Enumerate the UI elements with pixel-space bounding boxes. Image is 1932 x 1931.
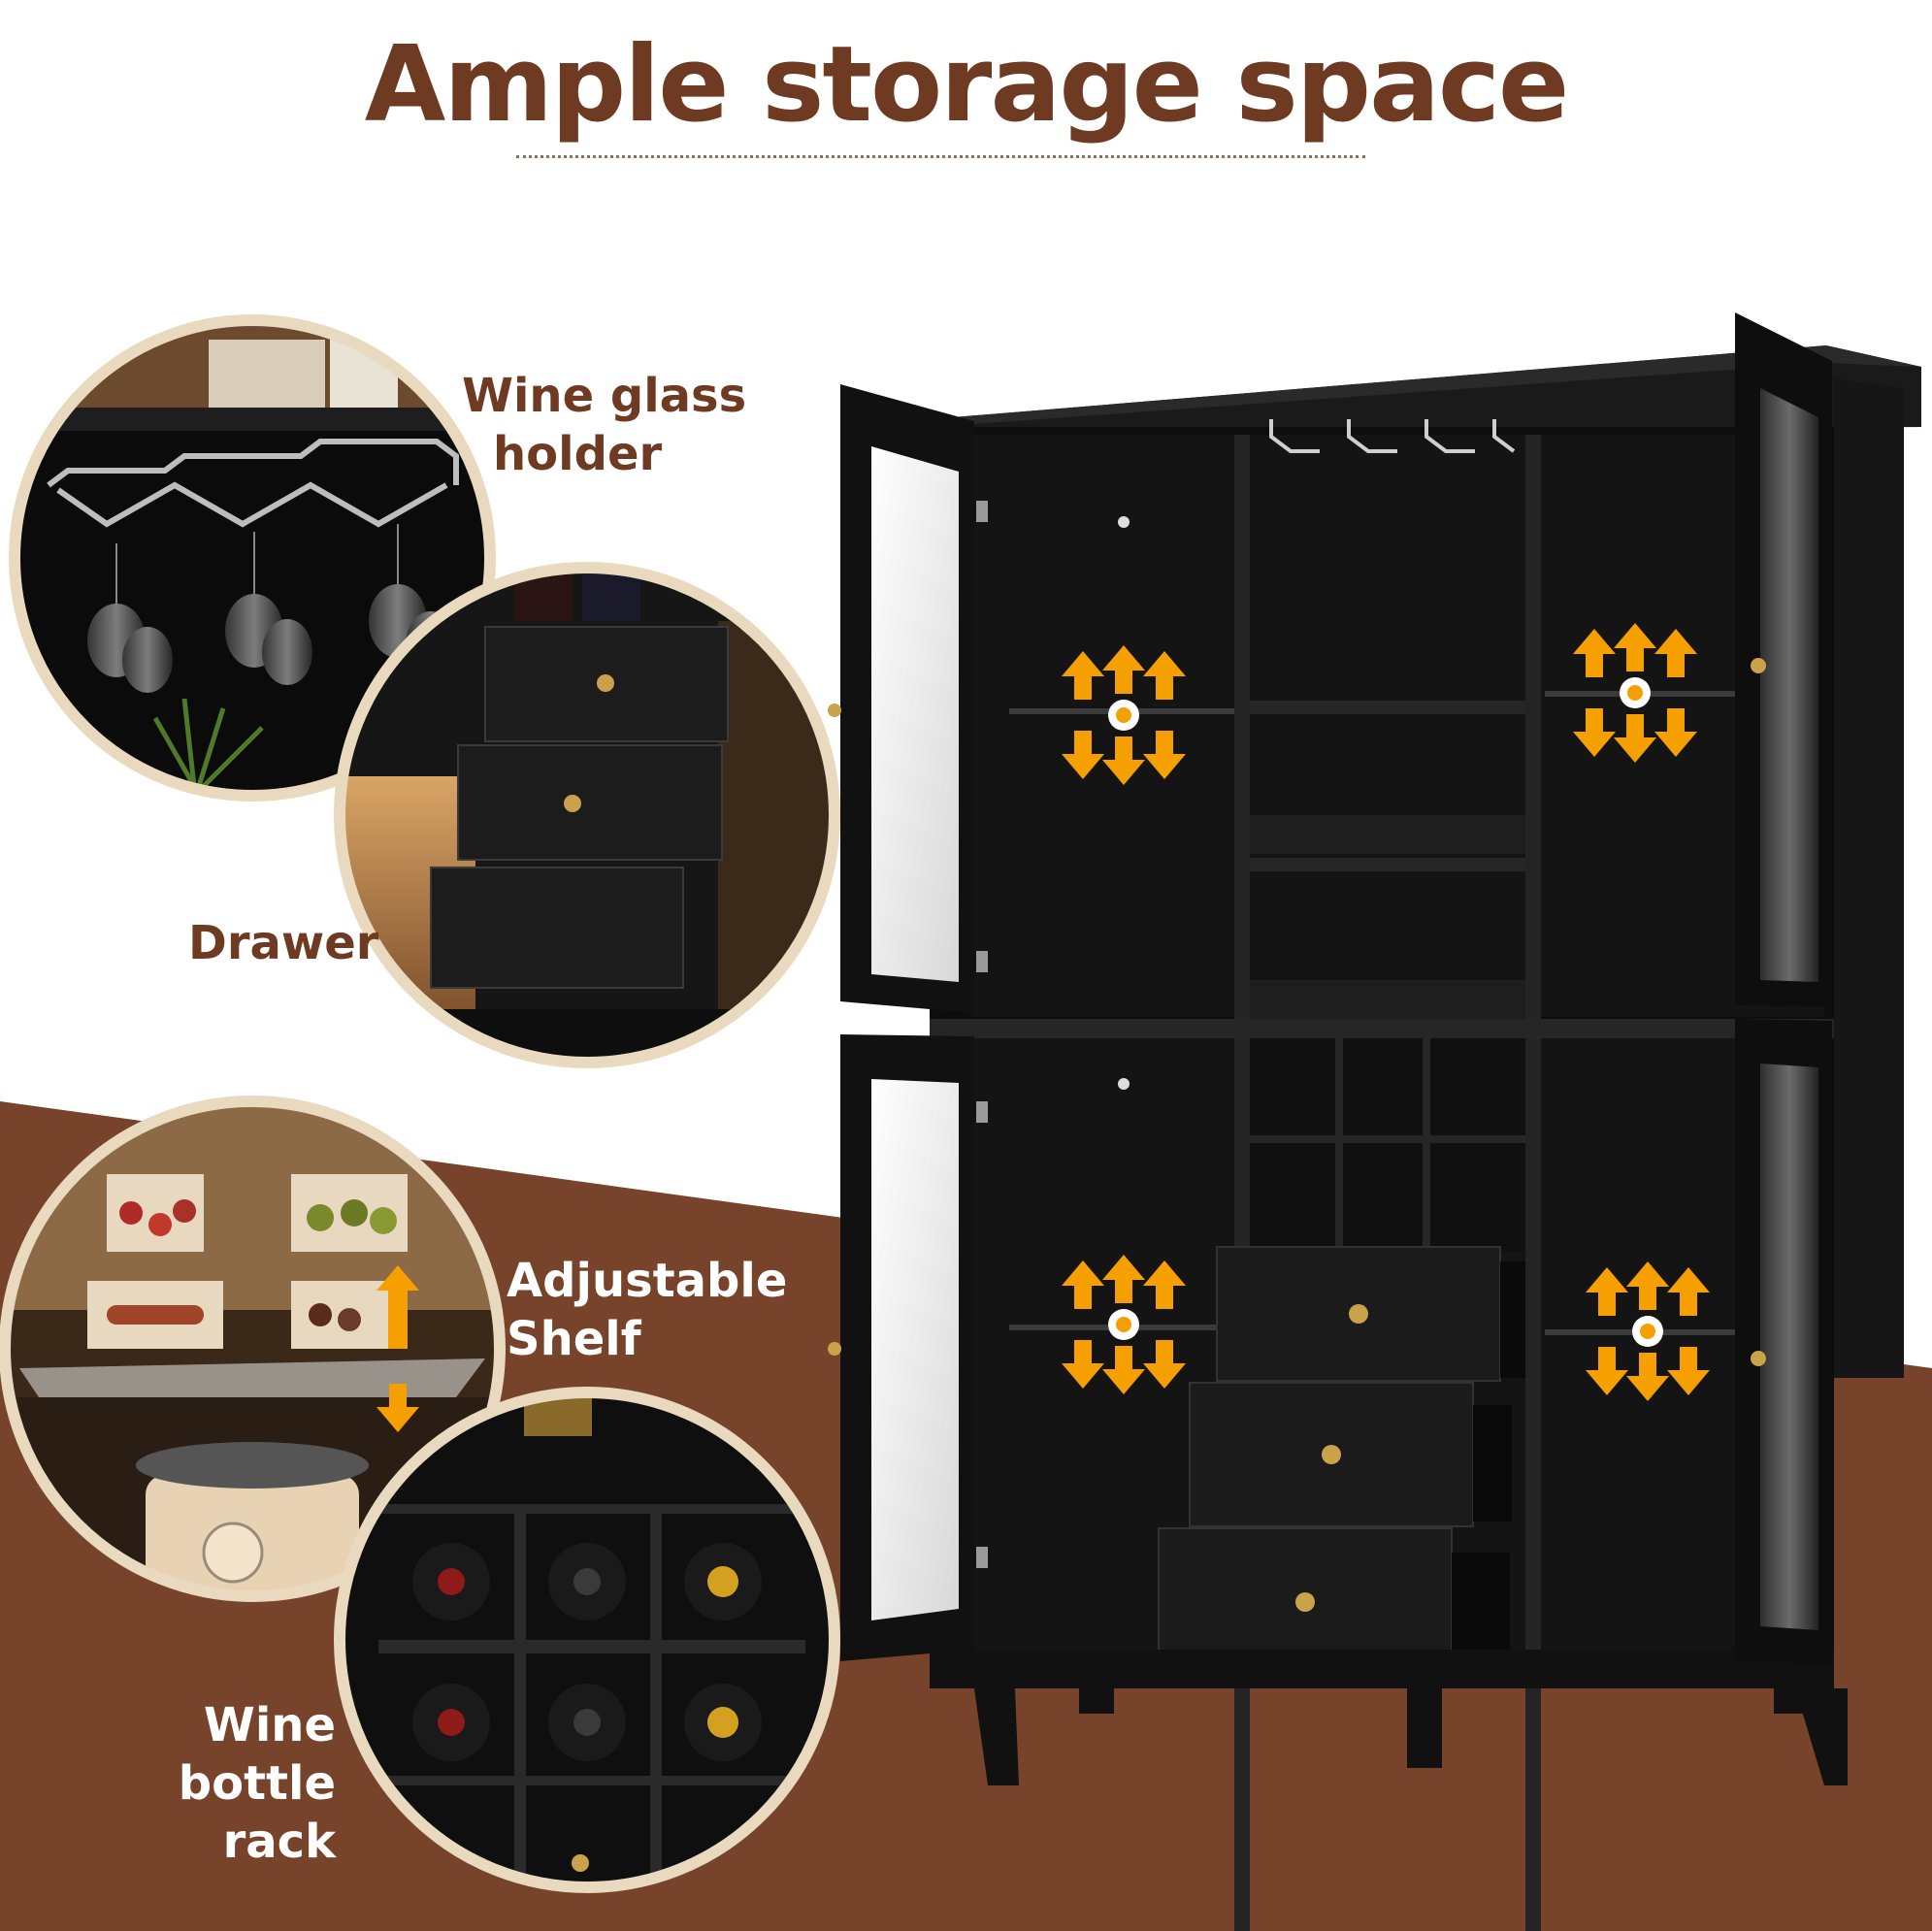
label-wine-bottle-rack: Wine bottle rack: [72, 1696, 336, 1871]
label-wine-bottle-rack-line2: rack: [222, 1815, 336, 1869]
label-adjustable-shelf-line1: Adjustable: [507, 1254, 788, 1308]
label-wine-bottle-rack-line1: Wine bottle: [178, 1698, 336, 1811]
right-upper-door: [1735, 312, 1832, 1007]
wine-glass-holder-image: [15, 320, 490, 796]
title-divider: [516, 155, 1365, 158]
label-wine-glass-holder-line1: Wine glass: [462, 369, 747, 423]
label-adjustable-shelf: Adjustable Shelf: [507, 1252, 787, 1368]
label-wine-glass-holder: Wine glass holder: [462, 367, 746, 483]
label-drawer-text: Drawer: [188, 916, 379, 970]
right-lower-door: [1735, 1019, 1832, 1665]
cabinet: [828, 312, 1921, 1931]
label-adjustable-shelf-line2: Shelf: [507, 1312, 641, 1366]
left-lower-door: [828, 1034, 974, 1661]
label-drawer: Drawer: [188, 914, 378, 972]
wine-bottle-rack-image: [340, 1392, 835, 1887]
left-upper-door: [828, 384, 974, 1013]
label-wine-glass-holder-line2: holder: [493, 427, 663, 481]
page-title: Ample storage space: [364, 24, 1569, 146]
